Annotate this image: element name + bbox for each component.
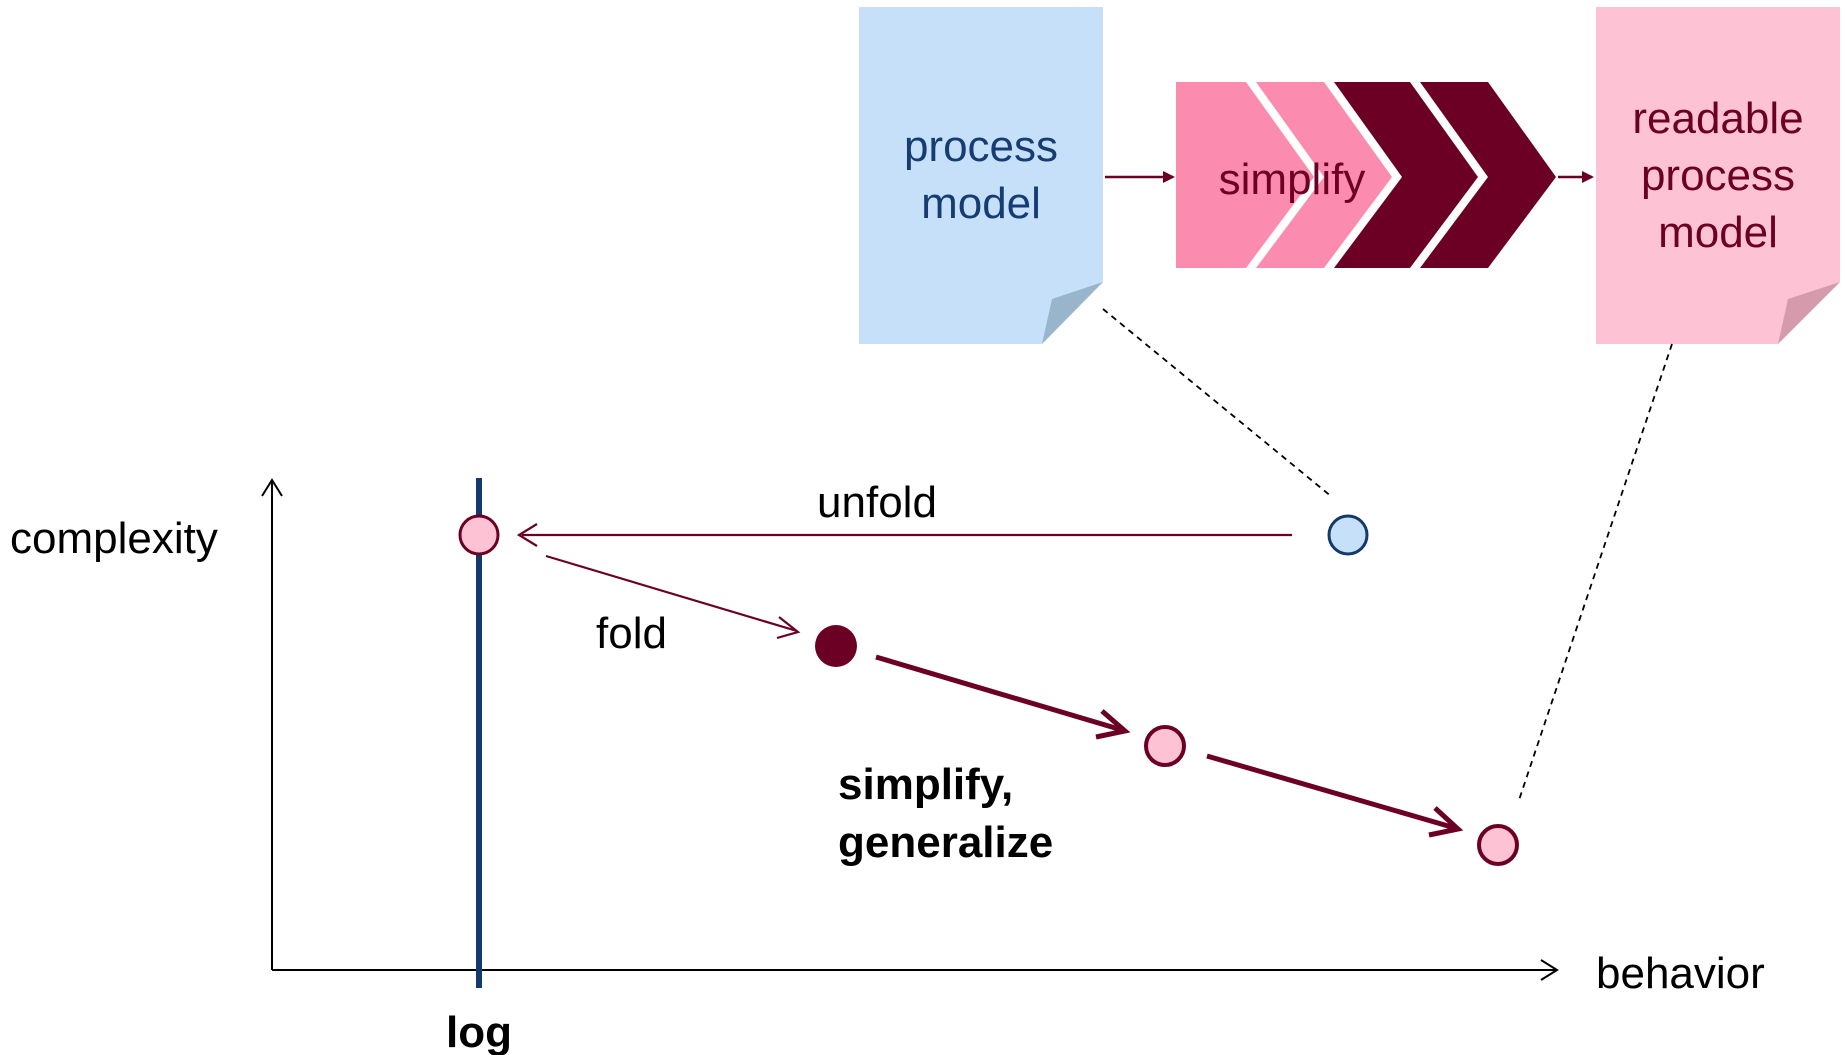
process-model-label-line2: model	[921, 179, 1041, 228]
log-point	[458, 514, 500, 556]
process-model-page-fold	[1042, 282, 1103, 344]
process-model-page	[859, 7, 1103, 344]
simplify-arrowhead-2	[1428, 806, 1464, 838]
fold-arrowhead	[776, 616, 801, 640]
log-label: log	[446, 1008, 512, 1055]
chevron-2-icon	[1256, 82, 1392, 268]
simplify-arrow-2	[1206, 753, 1456, 831]
readable-model-label-line3: model	[1658, 208, 1778, 257]
process-model-document: process model	[859, 7, 1103, 344]
fold-label: fold	[596, 609, 667, 658]
folded-model-point	[815, 625, 857, 667]
process-model-label-line1: process	[904, 122, 1058, 171]
simplified-model-point	[1144, 725, 1186, 767]
simplify-generalize-label-line2: generalize	[838, 818, 1053, 867]
readable-model-label-line2: process	[1641, 151, 1795, 200]
readable-process-model-document: readable process model	[1596, 7, 1840, 344]
readable-model-point	[1477, 824, 1519, 866]
simplify-step: simplify	[1176, 82, 1556, 268]
x-axis-label: behavior	[1596, 949, 1765, 998]
readable-model-page-fold	[1778, 282, 1840, 344]
output-model-dashed-connector	[1518, 343, 1673, 801]
simplify-step-label: simplify	[1219, 155, 1366, 204]
y-axis-label: complexity	[10, 514, 218, 563]
simplify-generalize-label-line1: simplify,	[838, 760, 1013, 809]
y-axis-arrowhead	[261, 478, 283, 497]
chevron-3-icon	[1334, 82, 1478, 268]
axes: complexity behavior	[10, 478, 1765, 998]
x-axis-arrowhead	[1540, 959, 1559, 981]
simplify-arrow-1	[875, 654, 1123, 733]
readable-model-page	[1596, 7, 1840, 344]
simplify-arrowhead-1	[1095, 709, 1131, 740]
input-model-dashed-connector	[1102, 308, 1333, 498]
readable-model-label-line1: readable	[1632, 94, 1803, 143]
fold-arrow	[545, 554, 798, 633]
chevron-1-icon	[1176, 82, 1314, 268]
unfold-arrowhead	[516, 523, 538, 547]
chevron-4-icon	[1420, 82, 1556, 268]
process-model-point	[1327, 514, 1369, 556]
unfold-label: unfold	[817, 478, 937, 527]
